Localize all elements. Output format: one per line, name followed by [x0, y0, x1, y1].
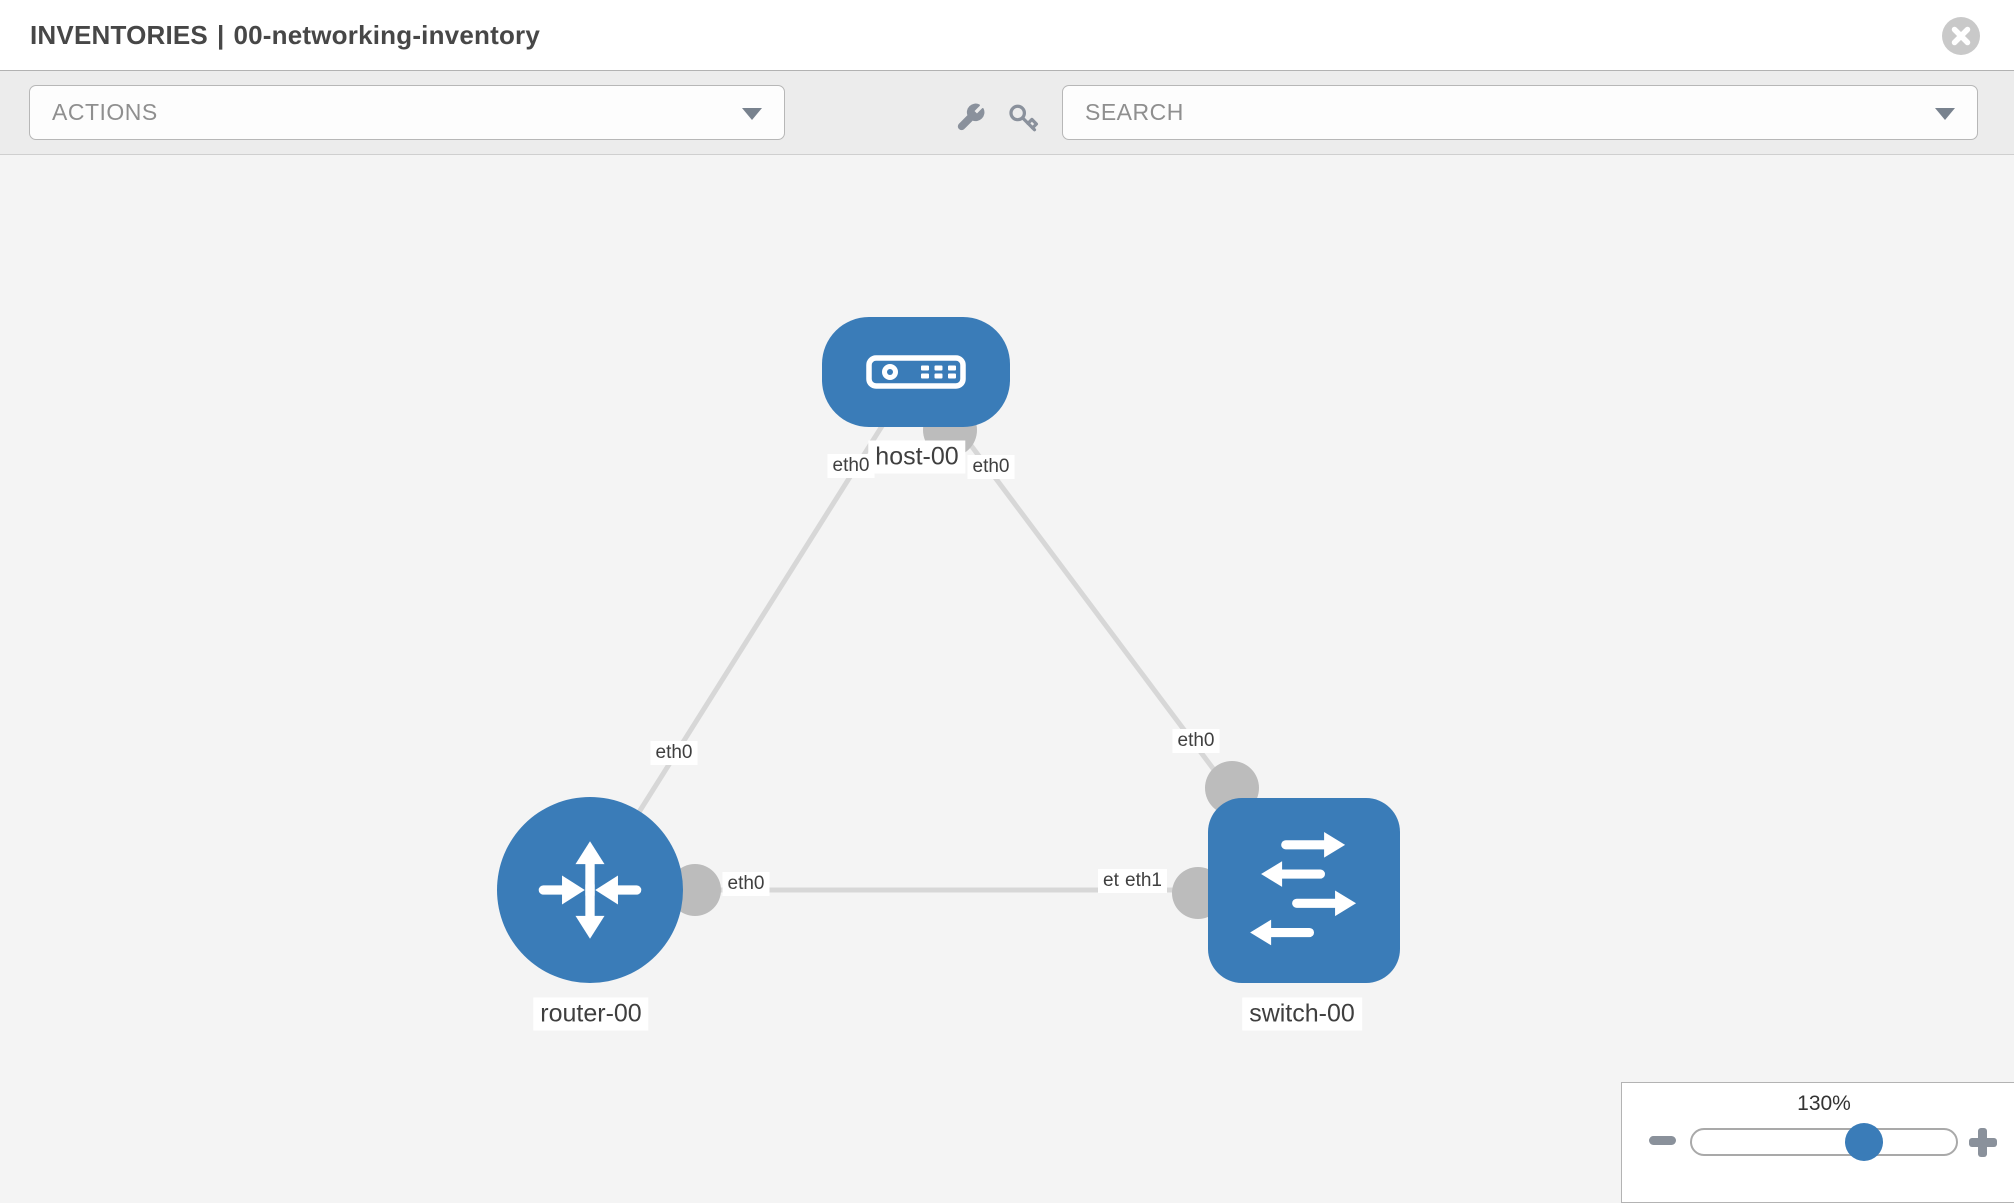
interface-label-switch-left-eth1: eth1	[1120, 869, 1167, 893]
interface-label-host-right-eth0: eth0	[967, 455, 1015, 479]
key-icon	[1008, 104, 1038, 131]
topology-canvas[interactable]: host-00 router-00 switch-00 eth0 eth0 et…	[0, 156, 2014, 1200]
switch-icon	[1250, 832, 1357, 946]
zoom-slider-knob[interactable]	[1845, 1123, 1883, 1161]
search-dropdown-label: SEARCH	[1085, 99, 1184, 125]
router-icon	[538, 841, 642, 939]
node-switch-00[interactable]	[1208, 798, 1400, 983]
plus-icon	[1978, 1128, 1987, 1157]
interface-label-host-left-eth0: eth0	[827, 454, 875, 478]
interface-label-router-right-eth0: eth0	[722, 872, 770, 896]
topology-links-layer	[587, 370, 1307, 919]
zoom-out-button[interactable]	[1649, 1136, 1676, 1145]
actions-dropdown[interactable]: ACTIONS	[29, 85, 785, 140]
actions-dropdown-label: ACTIONS	[52, 99, 158, 125]
page-title-inventory-name: 00-networking-inventory	[233, 19, 541, 50]
zoom-slider-track[interactable]	[1690, 1128, 1958, 1156]
page-title-section: INVENTORIES	[30, 19, 208, 50]
node-router-00[interactable]	[497, 797, 683, 983]
zoom-control-panel: 130%	[1621, 1082, 2014, 1203]
close-icon	[1942, 17, 1980, 55]
chevron-down-icon	[742, 108, 762, 120]
toolbar: ACTIONS SEARCH	[0, 70, 2014, 155]
header-bar: INVENTORIES | 00-networking-inventory	[0, 0, 2014, 70]
credentials-button[interactable]	[1003, 97, 1043, 137]
interface-label-switch-top-eth0: eth0	[1172, 729, 1220, 753]
wrench-icon	[957, 103, 984, 130]
node-label-router-00: router-00	[533, 997, 649, 1031]
interface-connectors	[669, 403, 1259, 919]
node-host-00[interactable]	[822, 317, 1010, 427]
page-title-separator: |	[216, 19, 225, 50]
zoom-in-button[interactable]	[1968, 1127, 1998, 1157]
tools-button[interactable]	[950, 97, 990, 137]
chevron-down-icon	[1935, 108, 1955, 120]
node-label-host-00: host-00	[868, 440, 966, 474]
search-dropdown[interactable]: SEARCH	[1062, 85, 1978, 140]
close-button[interactable]	[1942, 17, 1980, 55]
page-title: INVENTORIES | 00-networking-inventory	[30, 0, 540, 70]
host-icon	[866, 355, 966, 389]
node-label-switch-00: switch-00	[1242, 997, 1362, 1031]
interface-label-router-host-eth0: eth0	[650, 741, 698, 765]
zoom-level-value: 130%	[1797, 1092, 1851, 1115]
